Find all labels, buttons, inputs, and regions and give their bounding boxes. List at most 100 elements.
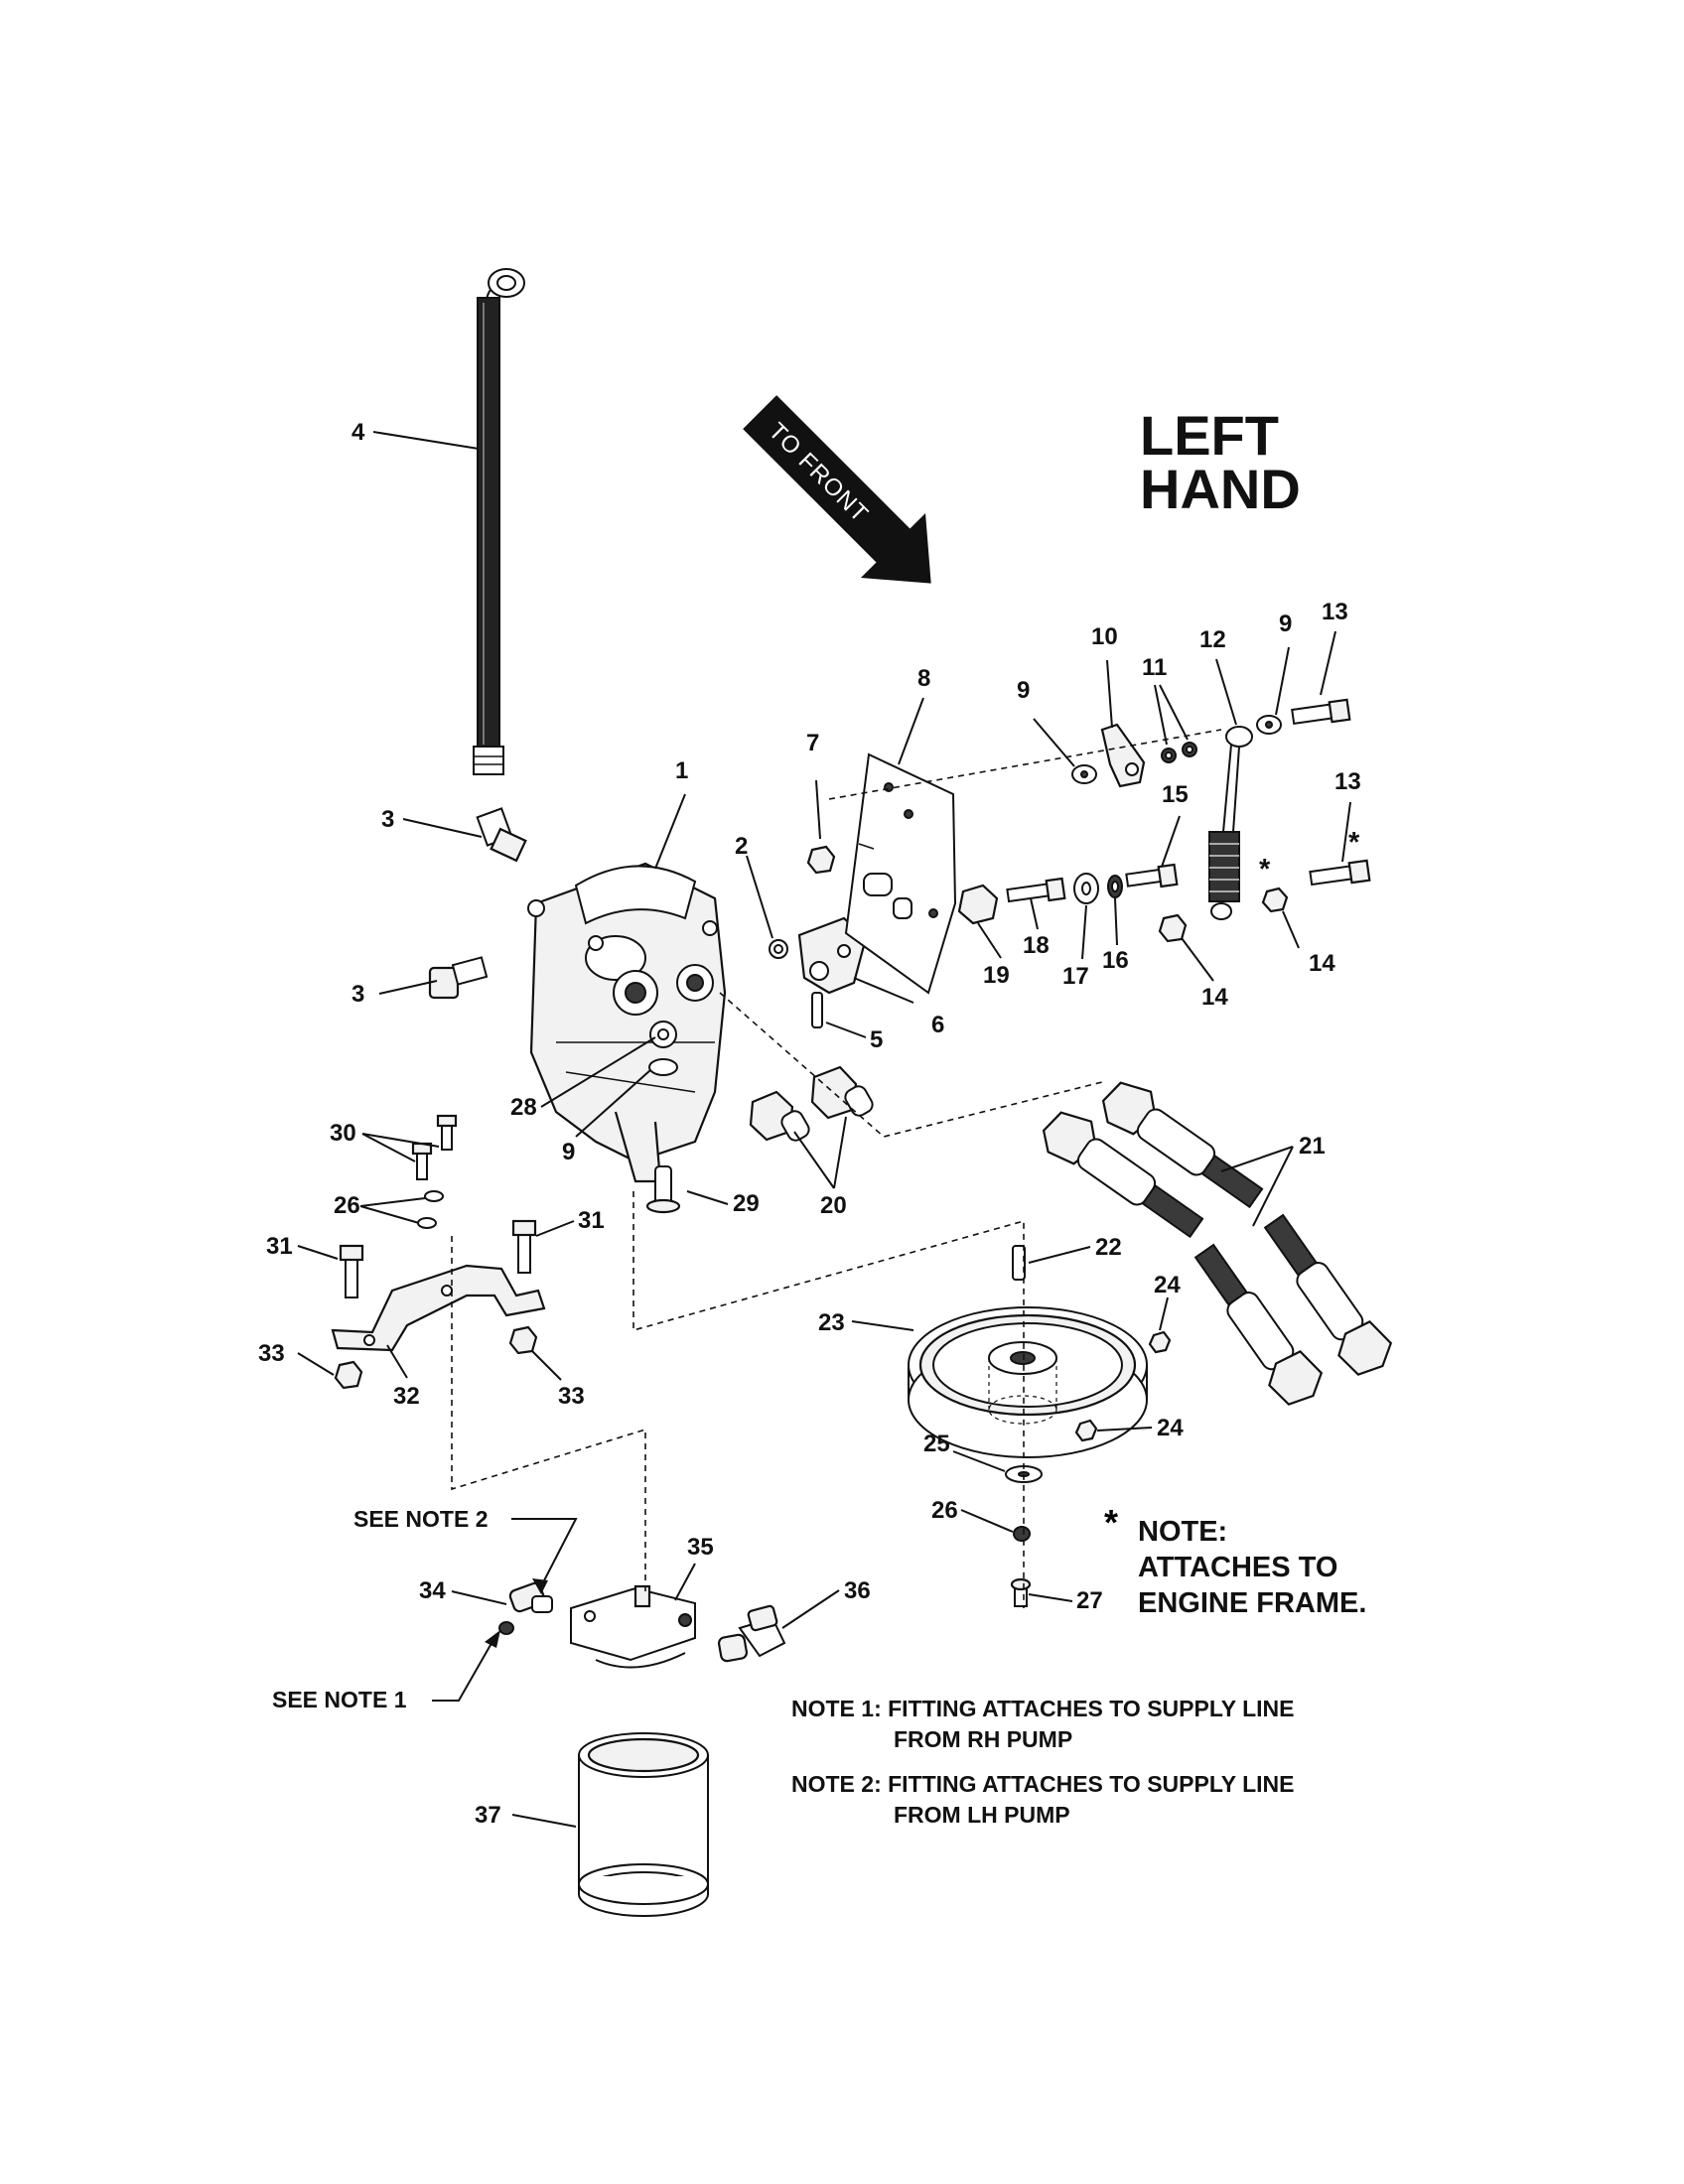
star-note-line-3: ENGINE FRAME. [1138, 1587, 1366, 1619]
bracket-32 [331, 1264, 546, 1352]
callout-22: 22 [1095, 1234, 1122, 1261]
key-22 [1012, 1245, 1026, 1281]
spacers-11 [1161, 742, 1197, 763]
fitting-upper [476, 807, 527, 863]
title-line-1: LEFT [1140, 404, 1279, 467]
note-2-line-1: NOTE 2: FITTING ATTACHES TO SUPPLY LINE [791, 1771, 1294, 1797]
callout-8: 8 [917, 665, 930, 692]
callout-7: 7 [806, 730, 819, 756]
callout-26: 26 [334, 1192, 360, 1219]
see-note-2-arrow [511, 1518, 578, 1594]
washer-17 [1073, 873, 1099, 904]
washer-9-lower [648, 1058, 678, 1076]
callout-15: 15 [1162, 781, 1189, 808]
callout-21: 21 [1299, 1133, 1326, 1160]
title-line-2: HAND [1140, 458, 1301, 520]
filter-37 [578, 1732, 709, 1917]
callout-36: 36 [844, 1577, 871, 1604]
callout-17: 17 [1062, 963, 1089, 990]
star-note-asterisk: * [1104, 1502, 1118, 1543]
callout-6: 6 [931, 1012, 944, 1038]
callout-33: 33 [258, 1340, 285, 1367]
note-1-line-1: NOTE 1: FITTING ATTACHES TO SUPPLY LINE [791, 1696, 1294, 1721]
arm-6 [797, 916, 868, 995]
nut-14-right [1261, 887, 1289, 913]
callout-18: 18 [1023, 932, 1050, 959]
plate-8 [844, 752, 957, 995]
set-screw-24-upper [1148, 1330, 1172, 1354]
spring-12 [1208, 726, 1253, 920]
bolt-30a [436, 1114, 458, 1151]
bolt-13-upper [1291, 698, 1351, 725]
callout-24: 24 [1157, 1415, 1184, 1441]
pin-29 [645, 1165, 681, 1214]
callout-29: 29 [733, 1190, 760, 1217]
bolt-15 [1125, 863, 1179, 888]
callout-19: 19 [983, 962, 1010, 989]
nut-2 [769, 939, 788, 959]
bolt-18 [1006, 877, 1066, 903]
bolt-30b [411, 1142, 433, 1180]
to-front-arrow: TO FRONT [743, 395, 931, 584]
callout-23: 23 [818, 1309, 845, 1336]
callout-12: 12 [1199, 626, 1226, 653]
callout-11: 11 [1142, 654, 1167, 681]
callout-13: 13 [1322, 599, 1348, 625]
callout-4: 4 [351, 419, 365, 446]
callout-25: 25 [923, 1431, 950, 1457]
filter-head-35 [570, 1584, 696, 1669]
callout-14: 14 [1201, 984, 1228, 1011]
callout-28: 28 [510, 1094, 537, 1121]
callout-24: 24 [1154, 1272, 1181, 1298]
callout-16: 16 [1102, 947, 1129, 974]
callout-35: 35 [687, 1534, 714, 1561]
see-note-1-label: SEE NOTE 1 [272, 1687, 407, 1712]
elbow-36 [717, 1604, 786, 1663]
fitting-lower [428, 956, 489, 1000]
nut-33-left [334, 1360, 363, 1390]
note-2-line-2: FROM LH PUMP [894, 1802, 1070, 1828]
star-note-line-1: NOTE: [1138, 1516, 1227, 1548]
bolt-13-lower [1309, 859, 1371, 887]
callout-13: 13 [1334, 768, 1361, 795]
callout-27: 27 [1076, 1587, 1103, 1614]
fitting-34 [498, 1581, 553, 1635]
washer-28 [649, 1021, 677, 1048]
callout-3: 3 [351, 981, 364, 1008]
nut-19 [957, 884, 999, 925]
arm-10 [1100, 723, 1146, 788]
asterisk-13: * [1348, 827, 1360, 859]
washer-9-right [1256, 715, 1282, 735]
assembly-lines [451, 729, 1222, 1608]
callout-31: 31 [266, 1233, 293, 1260]
callout-34: 34 [419, 1577, 446, 1604]
callout-30: 30 [330, 1120, 356, 1147]
callout-32: 32 [393, 1383, 420, 1410]
callout-31: 31 [578, 1207, 605, 1234]
nut-33-right [508, 1325, 538, 1355]
note-1-line-2: FROM RH PUMP [894, 1726, 1072, 1752]
set-screw-24-lower [1074, 1419, 1098, 1442]
nut-7 [806, 845, 836, 875]
callout-1: 1 [675, 757, 688, 784]
bolt-31-right [511, 1219, 537, 1274]
callout-9: 9 [1279, 611, 1292, 637]
leader-lines [297, 431, 1351, 1828]
hose [473, 268, 525, 775]
washer-9-upper [1071, 764, 1097, 784]
callout-5: 5 [870, 1026, 883, 1053]
callout-9: 9 [562, 1139, 575, 1165]
washer-16 [1107, 875, 1123, 898]
callout-26: 26 [931, 1497, 958, 1524]
callout-3: 3 [381, 806, 394, 833]
callout-20: 20 [820, 1192, 847, 1219]
callout-2: 2 [735, 833, 748, 860]
pin-5 [811, 992, 823, 1028]
bolt-31-left [339, 1244, 364, 1298]
fittings-20 [749, 1065, 874, 1142]
callout-37: 37 [475, 1802, 501, 1829]
star-note-line-2: ATTACHES TO [1138, 1552, 1337, 1583]
washers-26 [417, 1190, 444, 1229]
nut-14-left [1158, 913, 1188, 943]
